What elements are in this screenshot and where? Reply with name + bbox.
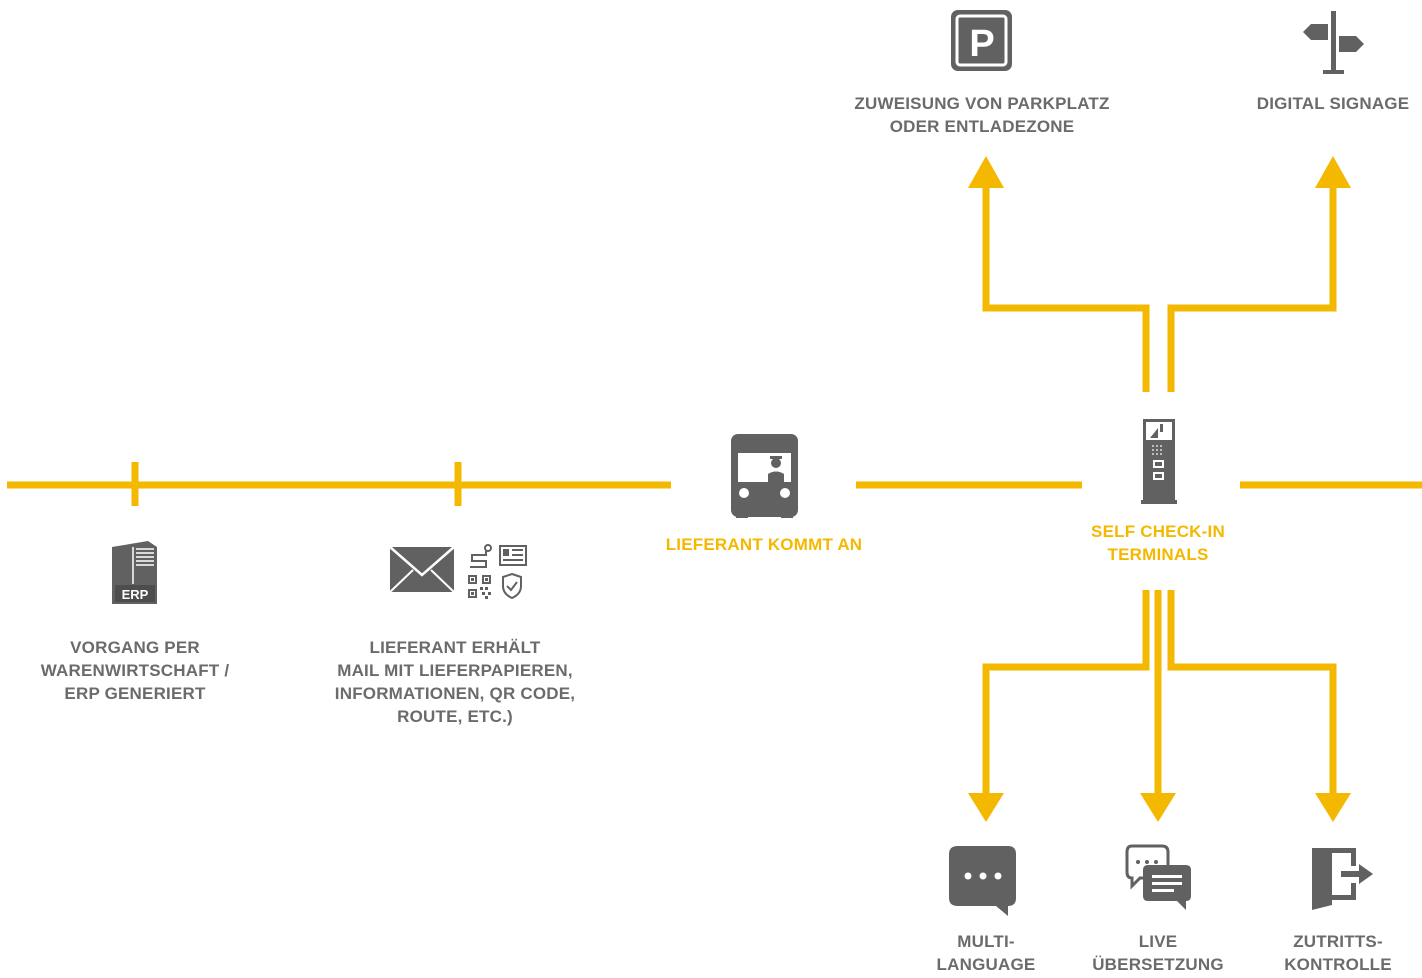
erp-badge-text: ERP	[122, 587, 149, 602]
route-icon	[470, 544, 492, 568]
multilanguage-output-label: MULTI- LANGUAGE	[936, 932, 1036, 974]
chat-bubble-icon	[949, 846, 1016, 916]
timeline	[7, 462, 1422, 506]
kiosk-terminal-icon	[1141, 419, 1177, 504]
connectors-down	[982, 590, 1337, 795]
access-output-label: ZUTRITTS- KONTROLLE	[1284, 932, 1392, 974]
door-exit-icon	[1312, 848, 1373, 910]
shield-check-icon	[502, 572, 522, 600]
id-card-icon	[499, 545, 527, 566]
connectors-up	[982, 186, 1337, 392]
signage-output-label: DIGITAL SIGNAGE	[1256, 94, 1410, 113]
truck-icon	[731, 434, 798, 518]
signpost-icon	[1303, 11, 1364, 74]
envelope-icon	[389, 546, 455, 593]
translation-output-label: LIVE ÜBERSETZUNG	[1092, 932, 1224, 974]
terminal-step-label: SELF CHECK-IN TERMINALS	[1091, 522, 1225, 564]
parking-sign-glyph: P	[969, 23, 994, 65]
parking-sign-icon: P	[951, 10, 1012, 71]
arrowheads-down	[968, 793, 1351, 822]
erp-step-label: VORGANG PER WARENWIRTSCHAFT / ERP GENERI…	[40, 638, 230, 703]
parking-output-label: ZUWEISUNG VON PARKPLATZ ODER ENTLADEZONE	[854, 94, 1110, 136]
arrowheads-up	[968, 156, 1351, 188]
erp-server-icon: ERP	[112, 541, 157, 604]
mail-step-label: LIEFERANT ERHÄLT MAIL MIT LIEFERPAPIEREN…	[334, 638, 576, 726]
arrival-step-label: LIEFERANT KOMMT AN	[665, 535, 863, 554]
qr-code-icon	[468, 575, 491, 599]
conversation-icon	[1125, 844, 1191, 910]
